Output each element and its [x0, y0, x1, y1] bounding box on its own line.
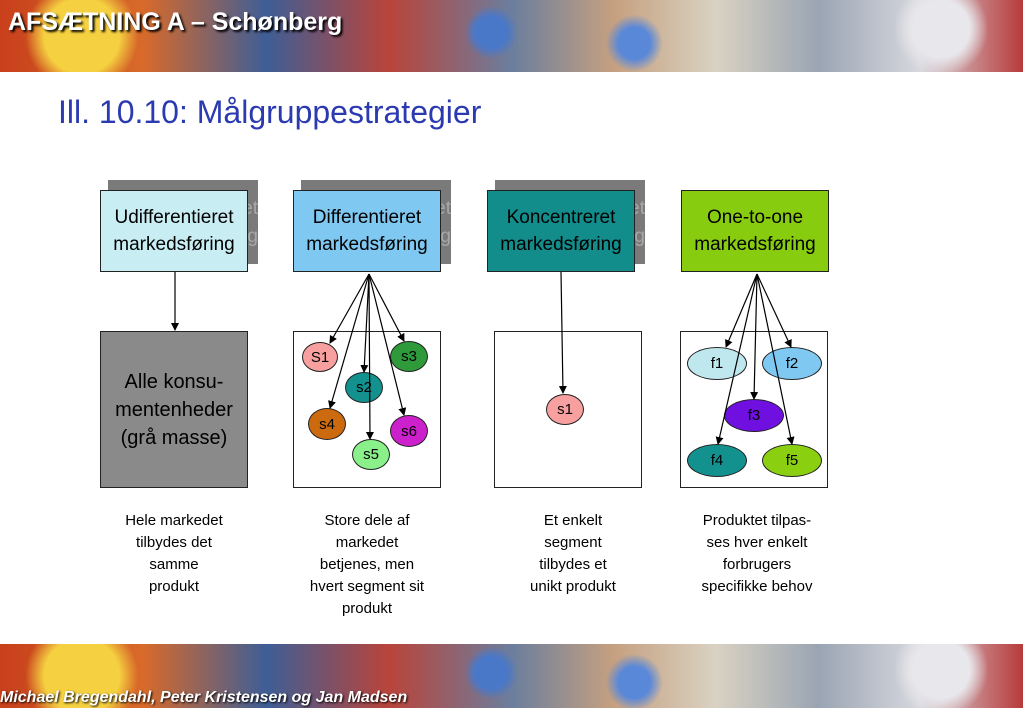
head-udifferentieret: Udifferentieret markedsføring — [100, 190, 248, 272]
head-koncentreret: Koncentreret markedsføring — [487, 190, 635, 272]
slide-title: Ill. 10.10: Målgruppestrategier — [58, 94, 482, 130]
caption-line: Et enkelt — [543, 512, 603, 529]
head-line-1: Koncentreret — [506, 207, 616, 228]
segment-f4: f4 — [687, 444, 747, 477]
segment-s2: s2 — [345, 372, 383, 403]
segment-f2: f2 — [762, 347, 822, 380]
segment-s4: s4 — [308, 408, 346, 440]
caption-line: Produktet tilpas- — [702, 512, 812, 529]
segment-s5: s5 — [352, 439, 390, 470]
caption-line: Hele markedet — [125, 512, 223, 529]
header-banner: AFSÆTNING A – Schønberg — [0, 0, 1023, 72]
caption-line: forbrugers — [722, 556, 792, 573]
caption-one-to-one: Produktet tilpas- ses hver enkelt forbru… — [679, 510, 835, 598]
head-line-1: One-to-one — [706, 207, 804, 228]
caption-line: markedet — [335, 534, 399, 551]
segment-s3: s3 — [390, 341, 428, 372]
head-line-2: markedsføring — [500, 234, 622, 255]
panel-mass-market: Alle konsu- mentenheder (grå masse) — [100, 331, 248, 488]
panel-line-3: (grå masse) — [120, 426, 228, 449]
caption-line: hvert segment sit — [309, 578, 425, 595]
caption-differentieret: Store dele af markedet betjenes, men hve… — [289, 510, 445, 620]
caption-udifferentieret: Hele markedet tilbydes det samme produkt — [96, 510, 252, 598]
caption-line: unikt produkt — [530, 578, 616, 595]
head-line-1: Differentieret — [312, 207, 422, 228]
caption-line: produkt — [341, 600, 393, 617]
caption-line: tilbydes det — [136, 534, 212, 551]
caption-line: ses hver enkelt — [706, 534, 808, 551]
caption-line: samme — [149, 556, 199, 573]
segment-s1: s1 — [546, 394, 584, 425]
head-line-2: markedsføring — [306, 234, 428, 255]
panel-line-1: Alle konsu- — [124, 370, 224, 393]
head-differentieret: Differentieret markedsføring — [293, 190, 441, 272]
header-title: AFSÆTNING A – Schønberg — [8, 8, 343, 36]
caption-line: specifikke behov — [701, 578, 813, 595]
caption-line: segment — [544, 534, 602, 551]
caption-line: Store dele af — [324, 512, 410, 529]
head-one-to-one: One-to-one markedsføring — [681, 190, 829, 272]
footer-authors: Michael Bregendahl, Peter Kristensen og … — [0, 689, 408, 706]
head-line-1: Udifferentieret — [114, 207, 234, 228]
head-line-2: markedsføring — [113, 234, 235, 255]
segment-f5: f5 — [762, 444, 822, 477]
segment-s6: s6 — [390, 415, 428, 447]
caption-line: betjenes, men — [319, 556, 415, 573]
segment-f3: f3 — [724, 399, 784, 432]
footer-banner: Michael Bregendahl, Peter Kristensen og … — [0, 644, 1023, 708]
caption-line: produkt — [148, 578, 200, 595]
head-line-2: markedsføring — [694, 234, 816, 255]
segment-S1: S1 — [302, 342, 338, 372]
caption-koncentreret: Et enkelt segment tilbydes et unikt prod… — [495, 510, 651, 598]
panel-line-2: mentenheder — [115, 398, 233, 421]
segment-f1: f1 — [687, 347, 747, 380]
caption-line: tilbydes et — [539, 556, 607, 573]
